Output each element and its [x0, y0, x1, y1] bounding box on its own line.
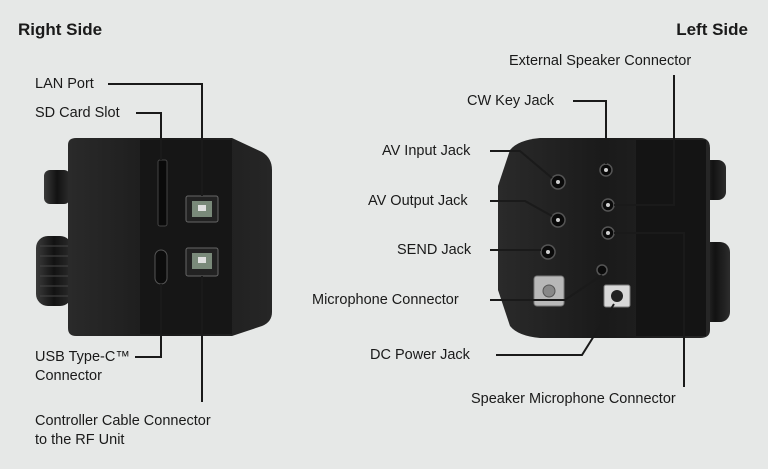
cw-key-jack-label: CW Key Jack: [467, 93, 555, 109]
small-knob-icon: [44, 170, 70, 204]
external-speaker-connector-label: External Speaker Connector: [509, 53, 692, 69]
usb-type-c-label-line2: Connector: [35, 368, 102, 384]
dc-power-jack-label: DC Power Jack: [370, 347, 470, 363]
usb-type-c-icon: [154, 249, 168, 285]
usb-type-c-label-line1: USB Type-C™: [35, 349, 130, 365]
controller-cable-label-line1: Controller Cable Connector: [35, 413, 211, 429]
left-side-device: [498, 138, 730, 338]
controller-cable-label-line2: to the RF Unit: [35, 432, 125, 448]
lan-port-label: LAN Port: [35, 76, 94, 92]
microphone-connector-icon: [596, 264, 608, 276]
av-output-jack-label: AV Output Jack: [368, 193, 468, 209]
left-side-heading: Left Side: [676, 20, 748, 39]
main-knob-icon: [36, 236, 72, 306]
right-side-leader-lines: [108, 83, 203, 402]
left-side-leader-lines: [490, 75, 685, 387]
right-side-heading: Right Side: [18, 20, 103, 39]
speaker-microphone-connector-label: Speaker Microphone Connector: [471, 391, 676, 407]
right-side-device: [36, 138, 272, 336]
sd-card-slot-icon: [157, 159, 168, 227]
send-jack-label: SEND Jack: [397, 242, 472, 258]
av-input-jack-label: AV Input Jack: [382, 143, 471, 159]
sd-card-slot-label: SD Card Slot: [35, 105, 120, 121]
microphone-connector-label: Microphone Connector: [312, 292, 459, 308]
